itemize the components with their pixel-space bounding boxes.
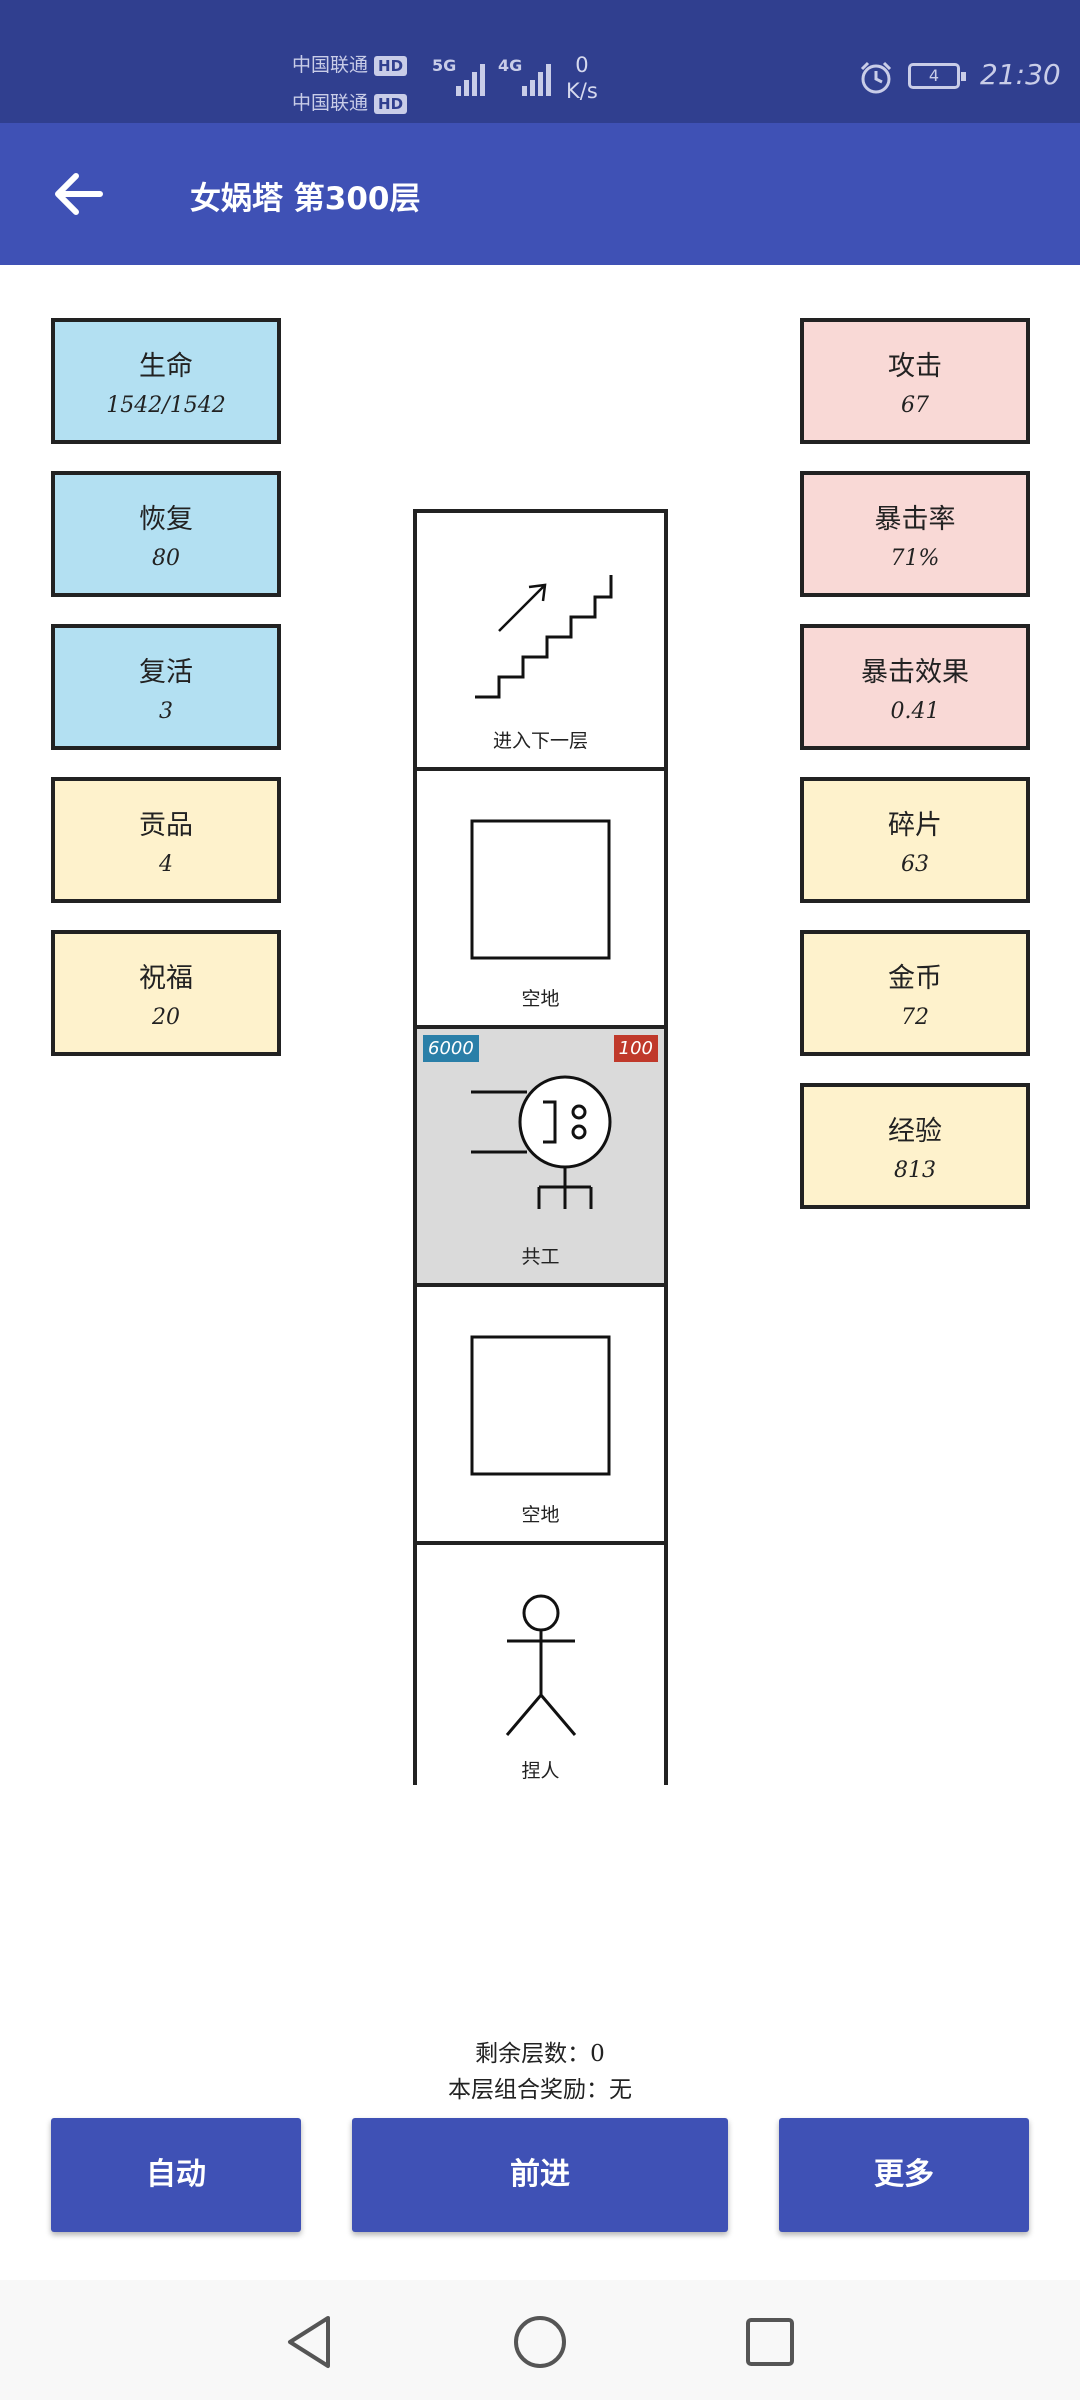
- stat-label: 经验: [888, 1116, 942, 1147]
- stairs-icon: [475, 575, 613, 699]
- page-title: 女娲塔 第300层: [190, 181, 421, 217]
- stat-label: 生命: [139, 351, 193, 382]
- stat-value: 80: [152, 546, 180, 571]
- remaining-floors-text: 剩余层数：0: [475, 2041, 605, 2067]
- stat-value: 1542/1542: [106, 393, 226, 418]
- stat-experience: 经验 813: [800, 1083, 1030, 1209]
- stat-recovery: 恢复 80: [51, 471, 281, 597]
- auto-button[interactable]: 自动: [51, 2118, 301, 2232]
- hd-badge: HD: [374, 55, 408, 76]
- stat-label: 贡品: [139, 810, 193, 841]
- net-speed-unit: K/s: [566, 79, 598, 103]
- carrier2-label: 中国联通: [292, 92, 369, 114]
- nav-home-icon[interactable]: [510, 2312, 570, 2372]
- stat-value: 20: [152, 1005, 180, 1030]
- tower-cell-player[interactable]: 捏人: [417, 1545, 664, 1797]
- stat-life: 生命 1542/1542: [51, 318, 281, 444]
- stat-label: 金币: [888, 963, 942, 994]
- stat-label: 祝福: [139, 963, 193, 994]
- stat-blessing: 祝福 20: [51, 930, 281, 1056]
- stat-label: 攻击: [888, 351, 942, 382]
- monster-icon: [471, 1075, 612, 1209]
- stat-value: 0.41: [890, 699, 940, 724]
- net-5g-label: 5G: [432, 56, 457, 75]
- stat-value: 72: [901, 1005, 929, 1030]
- net-speed-value: 0: [575, 53, 589, 77]
- tower-cell-enemy[interactable]: 6000 100 共工: [417, 1029, 664, 1287]
- cell-label: 捏人: [521, 1760, 560, 1782]
- stat-label: 复活: [139, 657, 193, 688]
- stat-revive: 复活 3: [51, 624, 281, 750]
- stat-value: 4: [159, 852, 173, 877]
- nav-back-icon[interactable]: [280, 2312, 340, 2372]
- clock-time: 21:30: [980, 58, 1061, 91]
- stat-value: 3: [159, 699, 173, 724]
- stat-label: 恢复: [139, 504, 193, 535]
- forward-button[interactable]: 前进: [352, 2118, 728, 2232]
- stat-label: 碎片: [888, 810, 942, 841]
- back-arrow-icon[interactable]: [54, 171, 104, 217]
- net-speed: 0 K/s: [566, 52, 598, 104]
- stat-tribute: 贡品 4: [51, 777, 281, 903]
- more-button[interactable]: 更多: [779, 2118, 1029, 2232]
- tower-cell-empty[interactable]: 空地: [417, 1287, 664, 1545]
- enemy-hp-badge: 100: [613, 1035, 658, 1062]
- stat-value: 63: [901, 852, 929, 877]
- cell-label: 空地: [521, 988, 560, 1010]
- stick-figure-icon: [505, 1594, 577, 1736]
- stat-crit-effect: 暴击效果 0.41: [800, 624, 1030, 750]
- cell-label: 进入下一层: [492, 730, 588, 752]
- stat-label: 暴击效果: [861, 657, 969, 688]
- carrier1-label: 中国联通: [292, 54, 369, 76]
- enemy-attack-badge: 6000: [423, 1035, 479, 1062]
- tower-cell-empty[interactable]: 空地: [417, 771, 664, 1029]
- tower-column: 进入下一层 空地 6000 100 共工 空地 捏人: [413, 509, 668, 1797]
- stat-gold: 金币 72: [800, 930, 1030, 1056]
- cell-label: 空地: [521, 1504, 560, 1526]
- app-bar: 女娲塔 第300层: [0, 123, 1080, 265]
- battery-icon: 4: [908, 63, 966, 89]
- empty-square-icon: [470, 1335, 611, 1476]
- combo-reward-text: 本层组合奖励：无: [448, 2077, 632, 2103]
- net-4g-label: 4G: [498, 56, 523, 75]
- cell-label: 共工: [521, 1246, 560, 1268]
- system-nav-bar: [0, 2280, 1080, 2400]
- hd-badge: HD: [374, 93, 408, 114]
- nav-recents-icon[interactable]: [740, 2312, 800, 2372]
- empty-square-icon: [470, 819, 611, 960]
- stat-label: 暴击率: [874, 504, 956, 535]
- battery-level: 4: [928, 66, 940, 85]
- alarm-icon: [860, 61, 892, 94]
- stat-value: 813: [894, 1158, 936, 1183]
- tower-cell-stairs[interactable]: 进入下一层: [417, 513, 664, 771]
- stat-crit-rate: 暴击率 71%: [800, 471, 1030, 597]
- stat-value: 71%: [890, 546, 940, 571]
- stat-fragments: 碎片 63: [800, 777, 1030, 903]
- stat-value: 67: [901, 393, 929, 418]
- stat-attack: 攻击 67: [800, 318, 1030, 444]
